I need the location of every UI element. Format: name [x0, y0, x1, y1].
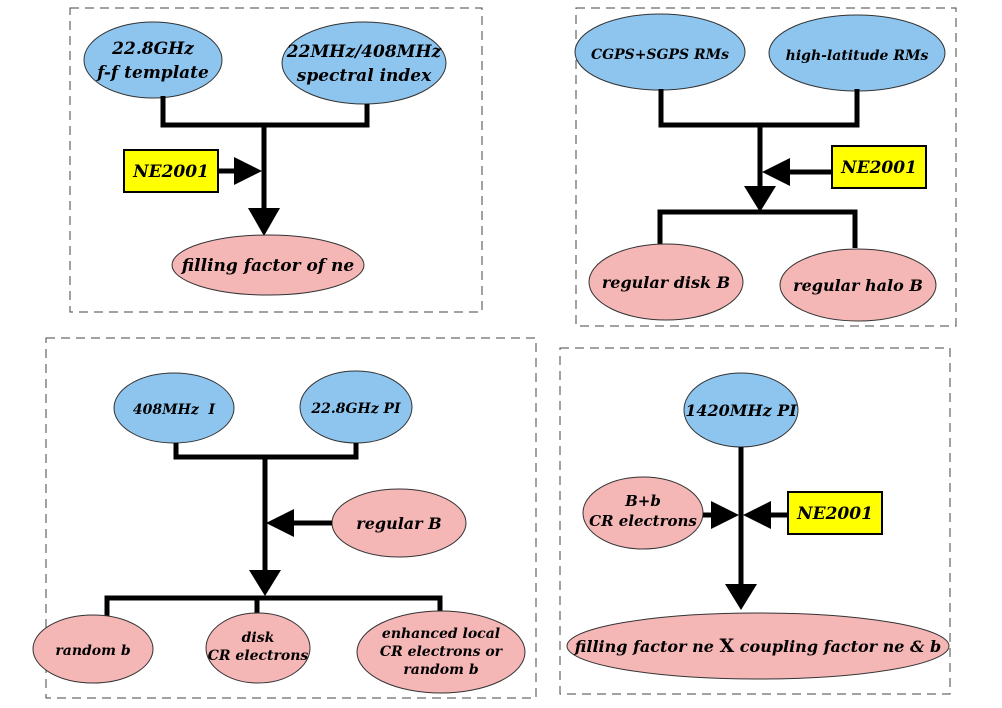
input-node-2-label: 22.8GHz PI	[310, 401, 401, 417]
split-connector	[657, 209, 858, 248]
output-node	[566, 612, 950, 680]
split-connector	[104, 595, 443, 617]
arrow-right-icon	[234, 157, 262, 185]
output-part-1: filling factor ne	[574, 637, 720, 656]
b-cr-electrons-label-2: CR electrons	[589, 512, 697, 530]
output-node-2-label: regular halo B	[793, 276, 923, 295]
panel-frame	[575, 7, 957, 327]
ne2001-box	[831, 145, 927, 189]
output-node-label: filling factor of ne	[181, 256, 355, 276]
output-node-2	[779, 248, 937, 322]
regular-b-label: regular B	[356, 514, 441, 533]
output-node-1	[588, 243, 744, 321]
arrow-down-icon	[744, 186, 776, 212]
input-node-2-label-1: 22MHz/408MHz	[286, 42, 442, 62]
arrow-left-icon	[743, 501, 771, 529]
ne2001-box	[787, 491, 883, 535]
arrow-left-icon	[762, 158, 790, 186]
input-node-1-label-1: 22.8GHz	[111, 39, 194, 59]
output-node-2	[205, 612, 311, 684]
output-node-label: filling factor ne X coupling factor ne &…	[574, 635, 941, 657]
panel-frame	[559, 347, 951, 695]
ne2001-box	[123, 149, 219, 193]
arrow-right-icon	[711, 501, 739, 529]
output-node-1-label: random b	[55, 643, 130, 659]
output-node-1	[32, 614, 154, 684]
input-node-2	[281, 21, 447, 105]
panel-bottom-left: 408MHz I 22.8GHz PI regular B random b d…	[32, 337, 537, 699]
output-node-2-label-2: CR electrons	[208, 648, 309, 664]
b-cr-electrons-label-1: B+b	[624, 492, 661, 510]
input-node-1	[83, 21, 223, 99]
arrow-down-icon	[249, 570, 281, 596]
output-node-3	[356, 610, 526, 694]
panel-top-left: 22.8GHz f-f template 22MHz/408MHz spectr…	[69, 7, 483, 313]
ne2001-box-label: NE2001	[796, 504, 873, 524]
input-node-1-label-2: f-f template	[96, 63, 209, 83]
arrow-down-icon	[725, 584, 757, 610]
arrow-left-icon	[266, 509, 294, 537]
panel-frame	[69, 7, 483, 313]
input-node-1-label: CGPS+SGPS RMs	[591, 47, 729, 63]
panel-top-right: CGPS+SGPS RMs high-latitude RMs NE2001 r…	[574, 7, 957, 327]
merge-connector	[173, 443, 359, 460]
output-node-2-label-1: disk	[242, 630, 275, 646]
panel-frame	[45, 337, 537, 699]
output-node-3-label-2: CR electrons or	[380, 644, 504, 660]
arrow-down-icon	[248, 208, 280, 236]
ne2001-box-label: NE2001	[840, 158, 917, 178]
input-node-label: 1420MHz PI	[685, 401, 797, 420]
panel-bottom-right: 1420MHz PI B+b CR electrons NE2001 filli…	[559, 347, 951, 695]
ne2001-box-label: NE2001	[132, 162, 209, 182]
input-node-1-label: 408MHz I	[133, 402, 216, 418]
output-node-3-label-1: enhanced local	[382, 626, 500, 642]
output-node-1-label: regular disk B	[602, 273, 730, 292]
output-part-2: coupling factor ne & b	[734, 637, 941, 656]
times-symbol: X	[719, 635, 734, 657]
output-node	[171, 234, 365, 296]
input-node-2-label: high-latitude RMs	[786, 48, 929, 64]
output-node-3-label-3: random b	[403, 662, 478, 678]
input-node-2-label-2: spectral index	[296, 66, 432, 86]
merge-connector	[658, 89, 860, 128]
